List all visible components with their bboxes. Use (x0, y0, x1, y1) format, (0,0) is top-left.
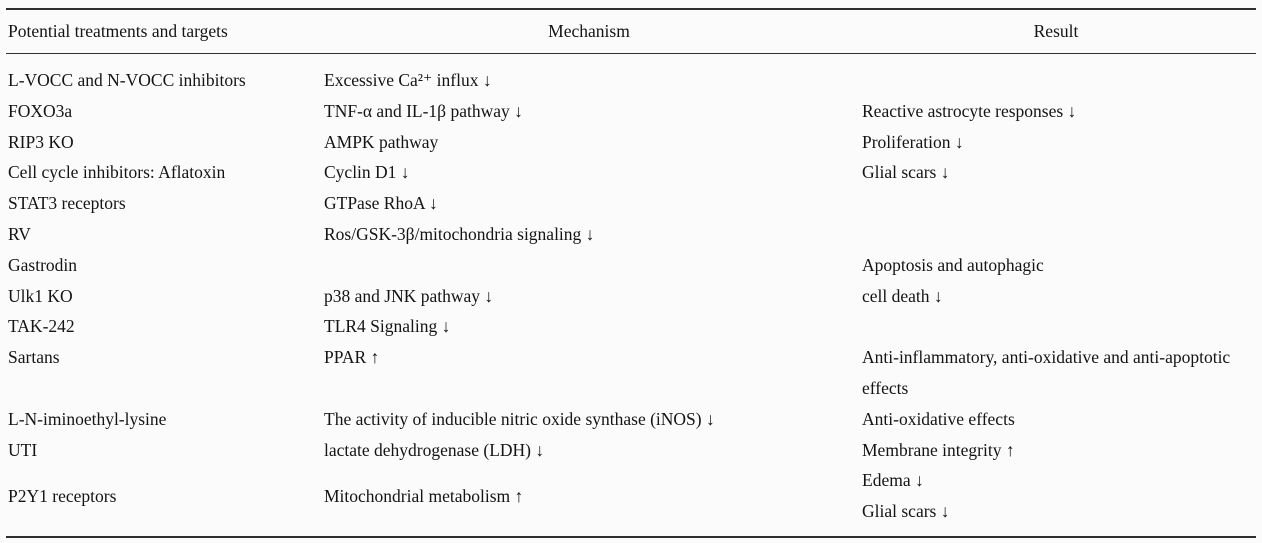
cell-result: Apoptosis and autophagic (862, 254, 1044, 275)
table-body: L-VOCC and N-VOCC inhibitors Excessive C… (6, 54, 1256, 527)
cell-result: Anti-oxidative effects (862, 408, 1015, 429)
cell-result: Glial scars ↓ (862, 162, 950, 183)
cell-treatment: TAK-242 (8, 316, 75, 337)
column-header-treatments: Potential treatments and targets (8, 21, 228, 42)
cell-treatment: RV (8, 223, 31, 244)
cell-mechanism: Excessive Ca²⁺ influx ↓ (324, 70, 492, 90)
table-row: Gastrodin Apoptosis and autophagic (6, 250, 1256, 281)
table-row: Cell cycle inhibitors: Aflatoxin Cyclin … (6, 157, 1256, 188)
cell-treatment: L-N-iminoethyl-lysine (8, 408, 167, 429)
cell-treatment: Sartans (8, 347, 60, 368)
column-header-mechanism: Mechanism (548, 21, 630, 42)
cell-mechanism: TLR4 Signaling ↓ (324, 316, 451, 337)
cell-treatment: Cell cycle inhibitors: Aflatoxin (8, 162, 226, 183)
cell-treatment: FOXO3a (8, 100, 73, 121)
cell-mechanism: TNF-α and IL-1β pathway ↓ (324, 100, 523, 121)
cell-mechanism: GTPase RhoA ↓ (324, 193, 438, 214)
cell-treatment: RIP3 KO (8, 131, 74, 152)
table-row: Ulk1 KO p38 and JNK pathway ↓ cell death… (6, 281, 1256, 312)
table-row: RIP3 KO AMPK pathway Proliferation ↓ (6, 127, 1256, 158)
table-row: Sartans PPAR ↑ Anti-inflammatory, anti-o… (6, 342, 1256, 404)
table-row: TAK-242 TLR4 Signaling ↓ (6, 311, 1256, 342)
cell-treatment: P2Y1 receptors (8, 485, 117, 506)
cell-mechanism: Cyclin D1 ↓ (324, 162, 410, 183)
cell-result: Edema ↓ Glial scars ↓ (862, 470, 950, 522)
table-row: RV Ros/GSK-3β/mitochondria signaling ↓ (6, 219, 1256, 250)
cell-mechanism: PPAR ↑ (324, 347, 380, 368)
cell-result: Membrane integrity ↑ (862, 439, 1015, 460)
treatments-table: Potential treatments and targets Mechani… (6, 8, 1256, 538)
cell-treatment: STAT3 receptors (8, 193, 126, 214)
table-row: FOXO3a TNF-α and IL-1β pathway ↓ Reactiv… (6, 96, 1256, 127)
table-row: STAT3 receptors GTPase RhoA ↓ (6, 188, 1256, 219)
cell-result: Reactive astrocyte responses ↓ (862, 100, 1077, 121)
table-row: P2Y1 receptors Mitochondrial metabolism … (6, 465, 1256, 527)
cell-mechanism: The activity of inducible nitric oxide s… (324, 408, 715, 429)
cell-mechanism: Mitochondrial metabolism ↑ (324, 485, 524, 506)
table-row: L-N-iminoethyl-lysine The activity of in… (6, 404, 1256, 435)
cell-result: Proliferation ↓ (862, 131, 964, 152)
cell-mechanism: lactate dehydrogenase (LDH) ↓ (324, 439, 545, 460)
table-row: L-VOCC and N-VOCC inhibitors Excessive C… (6, 65, 1256, 96)
table-row: UTI lactate dehydrogenase (LDH) ↓ Membra… (6, 435, 1256, 466)
cell-result: cell death ↓ (862, 285, 943, 306)
cell-result: Anti-inflammatory, anti-oxidative and an… (862, 347, 1231, 398)
cell-treatment: Gastrodin (8, 254, 78, 275)
cell-mechanism: p38 and JNK pathway ↓ (324, 285, 494, 306)
table-header-row: Potential treatments and targets Mechani… (6, 10, 1256, 54)
cell-treatment: Ulk1 KO (8, 285, 73, 306)
cell-mechanism: AMPK pathway (324, 131, 439, 152)
cell-treatment: UTI (8, 439, 38, 460)
column-header-result: Result (1033, 21, 1079, 42)
cell-treatment: L-VOCC and N-VOCC inhibitors (8, 70, 246, 90)
cell-mechanism: Ros/GSK-3β/mitochondria signaling ↓ (324, 223, 595, 244)
